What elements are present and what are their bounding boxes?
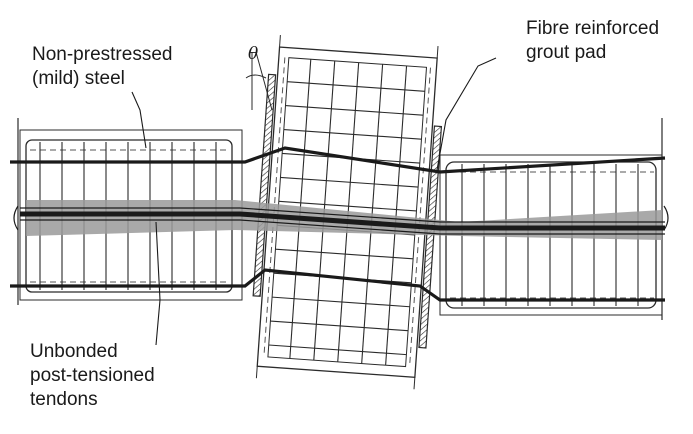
mild-steel-bars — [10, 146, 666, 302]
tendons-label-line3: tendons — [30, 389, 98, 410]
tendons-label-line1: Unbonded — [30, 341, 118, 362]
leader-mild-steel — [131, 91, 147, 149]
right-grout-pad — [418, 125, 443, 349]
bottom-mild-steel-bar — [10, 268, 665, 302]
unbonded-tendon — [13, 200, 669, 240]
leader-tendons — [155, 221, 161, 346]
theta-label: θ — [248, 44, 259, 64]
mild-steel-label-line1: Non-prestressed — [32, 44, 173, 65]
left-grout-pad — [252, 73, 277, 297]
top-mild-steel-bar — [10, 146, 666, 174]
grout-pad-label-line2: grout pad — [526, 42, 607, 63]
rotation-angle-marker — [245, 51, 273, 111]
mild-steel-label-line2: (mild) steel — [32, 68, 125, 89]
tendon-bar — [20, 211, 665, 231]
left-anchor-icon — [13, 205, 19, 231]
leader-grout-pad — [436, 57, 497, 171]
leader-lines — [131, 57, 497, 346]
grout-pad-label-line1: Fibre reinforced — [526, 18, 660, 39]
right-anchor-icon — [663, 205, 669, 231]
tendons-label-line2: post-tensioned — [30, 365, 155, 386]
